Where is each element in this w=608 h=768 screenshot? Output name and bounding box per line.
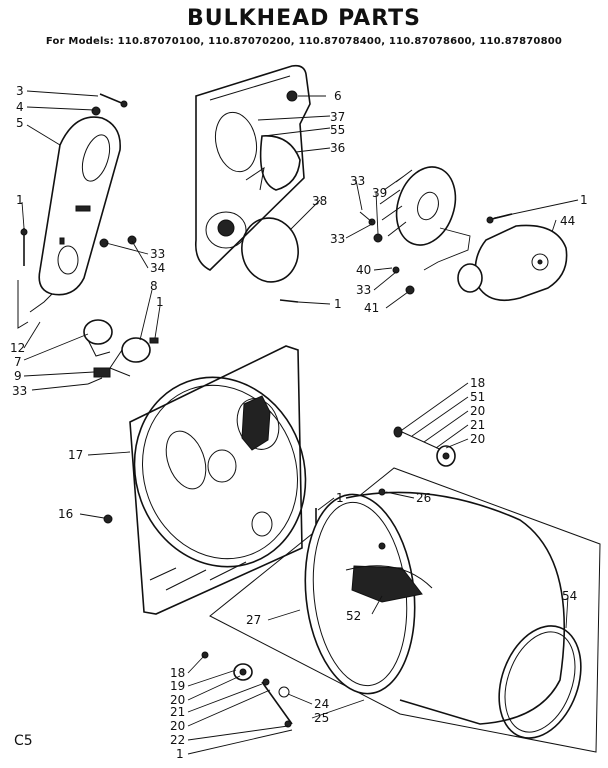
label-1-b: 1 (156, 295, 164, 309)
screw-part-1-left (20, 228, 28, 266)
label-25: 25 (314, 711, 329, 725)
label-33-b: 33 (12, 384, 27, 398)
label-19: 19 (170, 679, 185, 693)
label-1-e: 1 (336, 491, 344, 505)
bearing-parts-18-21 (393, 426, 456, 467)
label-21-b: 21 (170, 705, 185, 719)
label-41: 41 (364, 301, 379, 315)
seal-part-38 (241, 217, 299, 283)
label-39: 39 (372, 186, 387, 200)
label-12: 12 (10, 341, 25, 355)
label-24: 24 (314, 697, 329, 711)
label-20-c: 20 (170, 693, 185, 707)
screws-part-33-40-41 (359, 211, 415, 295)
label-16: 16 (58, 507, 73, 521)
label-33-c: 33 (350, 174, 365, 188)
label-3: 3 (16, 84, 24, 98)
label-54: 54 (562, 589, 577, 603)
label-4: 4 (16, 100, 24, 114)
front-bulkhead-part-17 (129, 345, 307, 615)
label-37: 37 (330, 110, 345, 124)
part-labels: 3 4 5 1 33 34 8 1 12 7 9 33 6 37 55 36 3… (10, 84, 588, 761)
label-52: 52 (346, 609, 361, 623)
nut-part-6 (286, 90, 298, 102)
leader-lines (21, 90, 579, 755)
thermostat-part-8 (109, 337, 159, 377)
clip-part-4 (91, 106, 101, 116)
label-18-b: 18 (170, 666, 185, 680)
rear-bulkhead-part-37 (194, 64, 311, 271)
drum-part-27 (209, 467, 601, 753)
label-33-a: 33 (150, 247, 165, 261)
label-26: 26 (416, 491, 431, 505)
label-1-a: 1 (16, 193, 24, 207)
label-20-d: 20 (170, 719, 185, 733)
washer-part-24 (278, 686, 290, 698)
diagram-code: C5 (14, 733, 33, 749)
label-34: 34 (150, 261, 165, 275)
label-8: 8 (150, 279, 158, 293)
screw-part-26 (378, 488, 386, 496)
models-subtitle: For Models: 110.87070100, 110.87070200, … (45, 36, 563, 47)
label-22: 22 (170, 733, 185, 747)
duct-cover-part-5 (17, 116, 121, 329)
fuse-part-9 (87, 367, 111, 385)
blower-housing-part-44 (457, 224, 568, 302)
screw-part-1-center (279, 299, 299, 303)
label-1-c: 1 (334, 297, 342, 311)
label-1-f: 1 (176, 747, 184, 761)
label-27: 27 (246, 613, 261, 627)
thermostat-part-7 (83, 319, 113, 357)
screw-part-33-34 (99, 235, 137, 248)
diagram-title: BULKHEAD PARTS (186, 6, 422, 31)
label-18-a: 18 (470, 376, 485, 390)
blower-wheel-part-39 (379, 166, 457, 246)
label-55: 55 (330, 123, 345, 137)
label-20-a: 20 (470, 404, 485, 418)
label-40: 40 (356, 263, 371, 277)
label-33-e: 33 (356, 283, 371, 297)
label-33-d: 33 (330, 232, 345, 246)
label-51: 51 (470, 390, 485, 404)
label-1-d: 1 (580, 193, 588, 207)
label-5: 5 (16, 116, 24, 130)
screw-part-3 (99, 93, 128, 108)
bearing-parts-18-22-bottom (201, 651, 293, 728)
nut-part-16 (103, 514, 113, 524)
label-38: 38 (312, 194, 327, 208)
drum-seal-part-54 (498, 625, 582, 739)
seal-part-36 (259, 135, 301, 191)
label-17: 17 (68, 448, 83, 462)
label-44: 44 (560, 214, 575, 228)
label-21-a: 21 (470, 418, 485, 432)
label-36: 36 (330, 141, 345, 155)
label-9: 9 (14, 369, 22, 383)
label-7: 7 (14, 355, 22, 369)
label-20-b: 20 (470, 432, 485, 446)
label-6: 6 (334, 89, 342, 103)
